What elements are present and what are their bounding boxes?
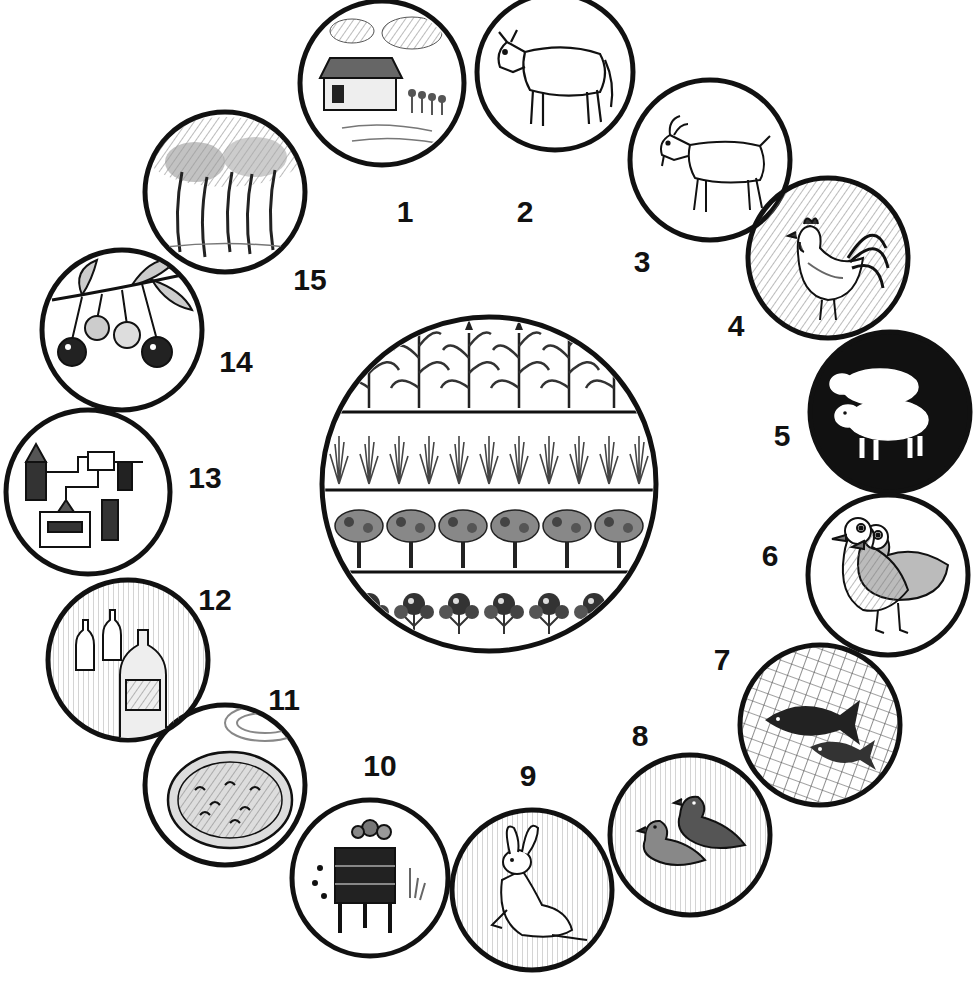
crop-rows [319,317,659,651]
callout-number: 10 [363,751,396,781]
ducks-picture [808,495,968,655]
callout-number: 14 [219,347,252,377]
callout-number: 2 [517,197,534,227]
rooster-picture [748,178,908,338]
forest-picture [145,112,305,272]
beehive-picture [292,800,448,956]
rabbit-picture [452,810,612,970]
farmhouse-picture [300,1,464,165]
callout-number: 13 [188,463,221,493]
callout-number: 11 [268,685,300,715]
callout-number: 4 [728,311,745,341]
callout-number: 5 [774,421,791,451]
fruit-picture [42,250,202,410]
bottles-picture [48,580,208,740]
callout-number: 1 [397,197,414,227]
fish-picture [740,645,900,805]
machinery-picture [6,410,170,574]
pigs-picture [810,332,970,492]
callout-number: 7 [714,645,731,675]
cow-picture [477,0,633,150]
callout-number: 12 [198,585,231,615]
callout-number: 9 [520,761,537,791]
callout-number: 15 [293,265,326,295]
callout-number: 6 [762,541,779,571]
callout-number: 8 [632,721,649,751]
pigeons-picture [610,755,770,915]
callout-number: 3 [634,247,651,277]
